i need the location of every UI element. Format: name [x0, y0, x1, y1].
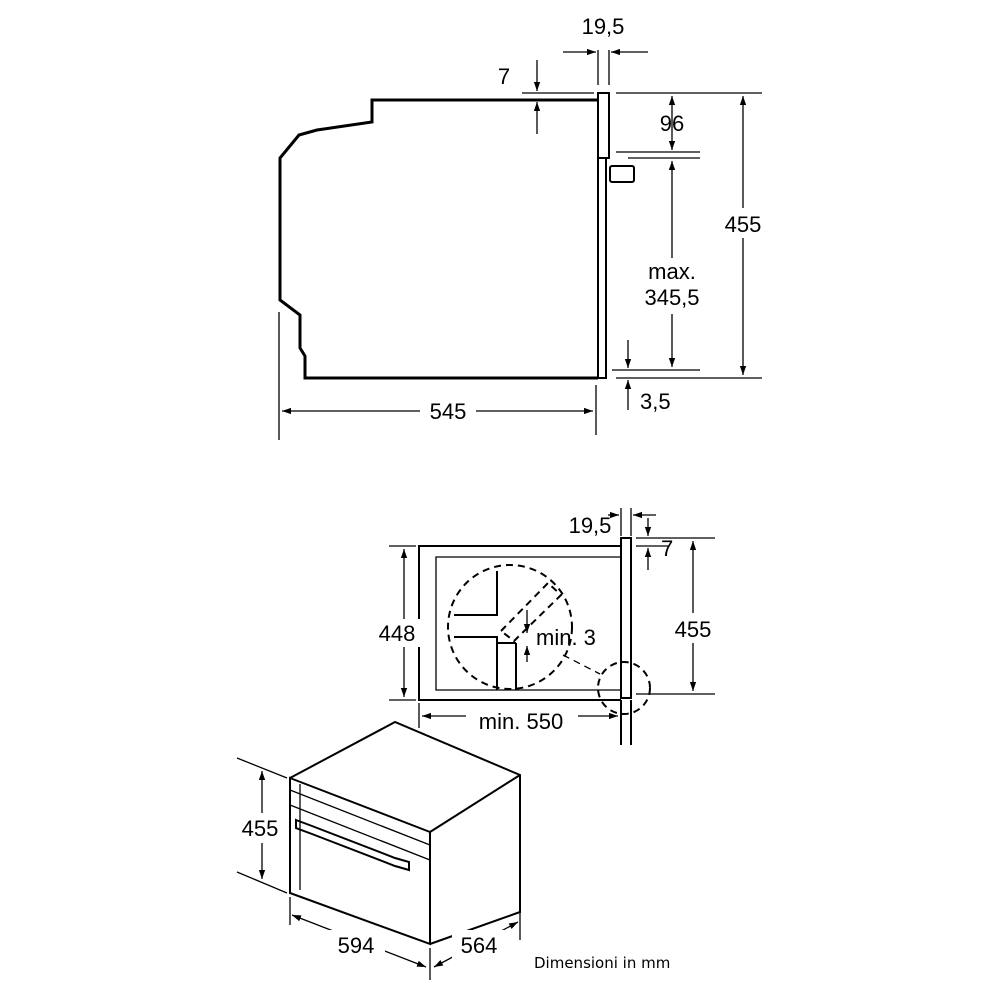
- label-backdrop: [236, 813, 288, 843]
- dim-label-448: 448: [379, 621, 416, 646]
- dim-label-564: 564: [461, 933, 498, 958]
- dim-label-345-5: 345,5: [644, 285, 699, 310]
- iso-panel-line: [289, 804, 431, 861]
- label-backdrop: [668, 613, 718, 643]
- iso-front-face: [289, 776, 431, 946]
- front-panel-top: [597, 92, 610, 159]
- dim-label-545: 545: [430, 399, 467, 424]
- callout-leader: [562, 654, 601, 675]
- dim-label-7-niche: 7: [661, 536, 673, 561]
- label-backdrop: [327, 930, 385, 960]
- reference-circle: [597, 661, 651, 715]
- iso-door-handle: [295, 818, 410, 872]
- iso-panel-line: [289, 789, 431, 846]
- dim-label-96: 96: [660, 111, 684, 136]
- dim-label-min-3: min. 3: [536, 625, 596, 650]
- label-backdrop: [452, 930, 506, 960]
- iso-top-edge: [429, 774, 521, 833]
- niche-view: min. 3 19,5 7 455 448 min. 550: [374, 508, 718, 745]
- label-backdrop: [466, 702, 578, 732]
- units-note: Dimensioni in mm: [534, 954, 670, 972]
- niche-inner-wall: [435, 556, 621, 691]
- label-backdrop: [636, 258, 708, 314]
- front-panel-door: [597, 157, 607, 379]
- detail-circle: [447, 564, 573, 690]
- detail-bottom-wall: [454, 636, 498, 690]
- dim-label-3-5: 3,5: [640, 389, 671, 414]
- oven-front-panel: [620, 537, 632, 699]
- dim-label-594: 594: [338, 933, 375, 958]
- isometric-view: 455 594 564: [236, 720, 521, 980]
- ext-line: [236, 871, 288, 894]
- detail-top-shelf: [454, 571, 498, 616]
- oven-body-outline: [278, 98, 598, 380]
- dim-label-19-5-niche: 19,5: [569, 513, 612, 538]
- detail-oven-tilted: [499, 581, 563, 643]
- label-backdrop: [718, 208, 768, 238]
- label-backdrop: [374, 619, 422, 647]
- side-view: 19,5 7 96 max. 345,5 455 3,5 545: [278, 14, 768, 440]
- dim-label-max: max.: [648, 259, 696, 284]
- dim-label-455-niche: 455: [675, 617, 712, 642]
- dim-label-455: 455: [725, 212, 762, 237]
- door-handle-knob: [609, 165, 635, 183]
- dim-label-455-iso: 455: [242, 816, 279, 841]
- dim-label-7: 7: [498, 64, 510, 89]
- dim-label-min-550: min. 550: [479, 709, 563, 734]
- dim-label-19-5: 19,5: [582, 14, 625, 39]
- ext-line: [236, 757, 288, 779]
- iso-body-top-side: [289, 720, 521, 945]
- niche-outer-wall: [418, 545, 621, 701]
- label-backdrop: [420, 396, 476, 426]
- cabinet-front-lower: [620, 700, 632, 745]
